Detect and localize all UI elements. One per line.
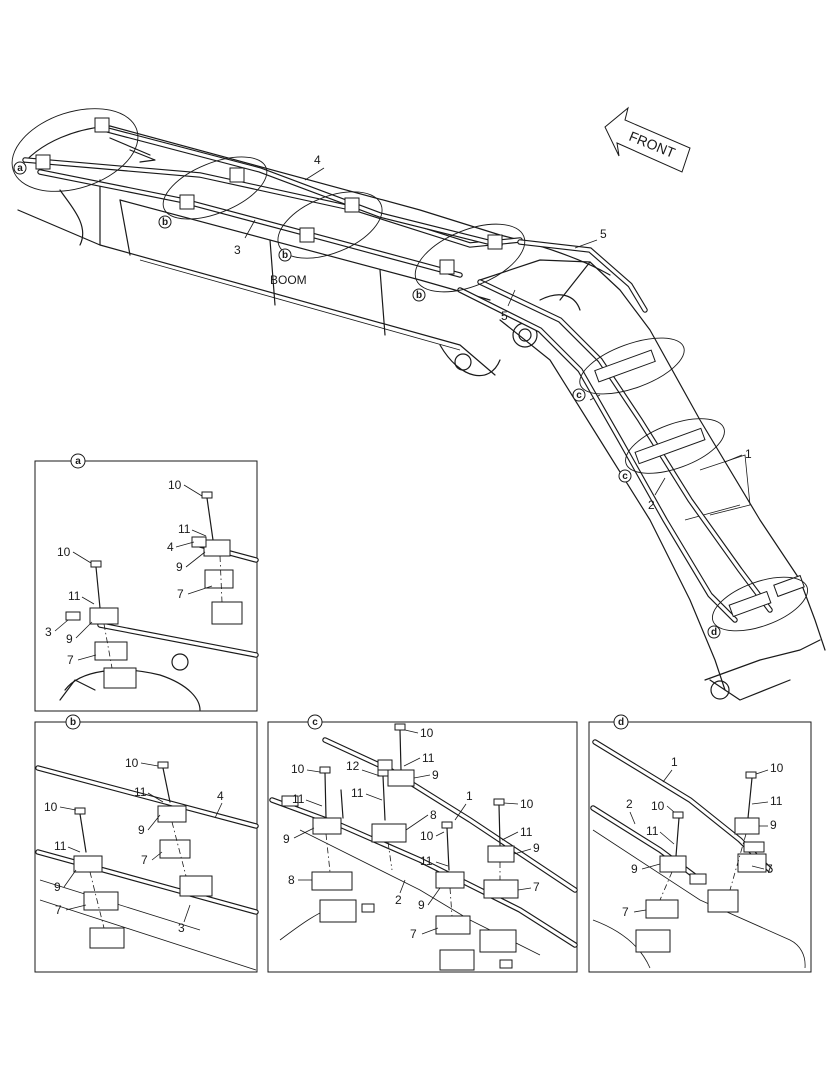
d-callout-7-b: 7	[622, 905, 629, 919]
ref-c-1: c	[576, 390, 582, 401]
c-callout-9-c: 9	[533, 841, 540, 855]
ref-b-3: b	[416, 290, 422, 301]
c-callout-10-d: 10	[420, 829, 434, 843]
a-callout-11-bottom: 11	[68, 589, 81, 603]
detail-d-title: d	[618, 717, 624, 728]
ref-b-1: b	[162, 217, 168, 228]
d-callout-1: 1	[671, 755, 678, 769]
b-callout-10-top: 10	[125, 756, 139, 770]
front-arrow: FRONT	[604, 106, 691, 173]
d-callout-10-a: 10	[770, 761, 784, 775]
b-callout-10-bottom: 10	[44, 800, 58, 814]
a-callout-10-top: 10	[168, 478, 182, 492]
c-callout-8-b: 8	[288, 873, 295, 887]
ref-c-2: c	[622, 471, 628, 482]
b-callout-11-top: 11	[134, 785, 147, 799]
c-callout-9-b: 9	[283, 832, 290, 846]
detail-b-title: b	[70, 717, 76, 728]
b-callout-11-bottom: 11	[54, 839, 67, 853]
c-callout-7-b: 7	[410, 927, 417, 941]
callout-3: 3	[234, 243, 241, 257]
detail-b: b 10 11 4 9 7 10 11 9 7 3	[34, 714, 259, 973]
c-callout-11-e: 11	[420, 854, 433, 868]
c-callout-10-a: 10	[420, 726, 434, 740]
b-callout-9-top: 9	[138, 823, 145, 837]
b-callout-9-bottom: 9	[54, 880, 61, 894]
c-callout-9-d: 9	[418, 898, 425, 912]
callout-5-a: 5	[600, 227, 607, 241]
a-callout-11-top: 11	[178, 522, 191, 536]
c-callout-8-a: 8	[430, 808, 437, 822]
d-callout-10-b: 10	[651, 799, 665, 813]
d-callout-7-a: 7	[766, 862, 773, 876]
a-callout-4: 4	[167, 540, 174, 554]
c-callout-12: 12	[346, 759, 360, 773]
callout-1: 1	[745, 447, 752, 461]
boom-label: BOOM	[270, 273, 307, 287]
boom-pipes	[22, 125, 773, 623]
detail-a: a 10 11 4 9 7 10 11 3 9	[34, 453, 259, 712]
c-callout-11-a: 11	[422, 751, 435, 765]
c-callout-9-a: 9	[432, 768, 439, 782]
ref-b-2: b	[282, 250, 288, 261]
detail-ellipses	[11, 108, 809, 632]
a-callout-3: 3	[45, 625, 52, 639]
d-callout-11-a: 11	[770, 794, 783, 808]
c-callout-2: 2	[395, 893, 402, 907]
d-callout-9-a: 9	[770, 818, 777, 832]
main-callouts: 4 3 5 5 1 2 BOOM	[234, 153, 752, 512]
b-callout-7-top: 7	[141, 853, 148, 867]
c-callout-7-a: 7	[533, 880, 540, 894]
a-callout-7-top: 7	[177, 587, 184, 601]
c-callout-11-d: 11	[520, 825, 533, 839]
callout-2: 2	[648, 498, 655, 512]
c-callout-1: 1	[466, 789, 473, 803]
d-callout-9-b: 9	[631, 862, 638, 876]
detail-d: d 1 10 11 9 2 10 11 9 7	[588, 714, 812, 973]
ref-d: d	[711, 627, 717, 638]
d-callout-11-b: 11	[646, 824, 659, 838]
d-callout-2: 2	[626, 797, 633, 811]
c-callout-10-b: 10	[291, 762, 305, 776]
c-callout-11-b: 11	[351, 786, 364, 800]
detail-refs: a b b b c c d	[13, 161, 721, 639]
ref-a: a	[17, 163, 23, 174]
detail-a-title: a	[75, 456, 81, 467]
b-callout-4: 4	[217, 789, 224, 803]
a-callout-9-bottom: 9	[66, 632, 73, 646]
a-callout-7-bottom: 7	[67, 653, 74, 667]
callout-4: 4	[314, 153, 321, 167]
b-callout-7-bottom: 7	[55, 903, 62, 917]
detail-c-title: c	[312, 717, 318, 728]
a-callout-10-bottom: 10	[57, 545, 71, 559]
a-callout-9-top: 9	[176, 560, 183, 574]
callout-5-b: 5	[501, 309, 508, 323]
detail-c: c 10 11 9	[267, 714, 578, 973]
c-callout-10-c: 10	[520, 797, 534, 811]
c-callout-11-c: 11	[292, 792, 305, 806]
main-assembly-view: FRONT	[11, 106, 826, 701]
boom-structure	[17, 125, 826, 701]
b-callout-3: 3	[178, 921, 185, 935]
